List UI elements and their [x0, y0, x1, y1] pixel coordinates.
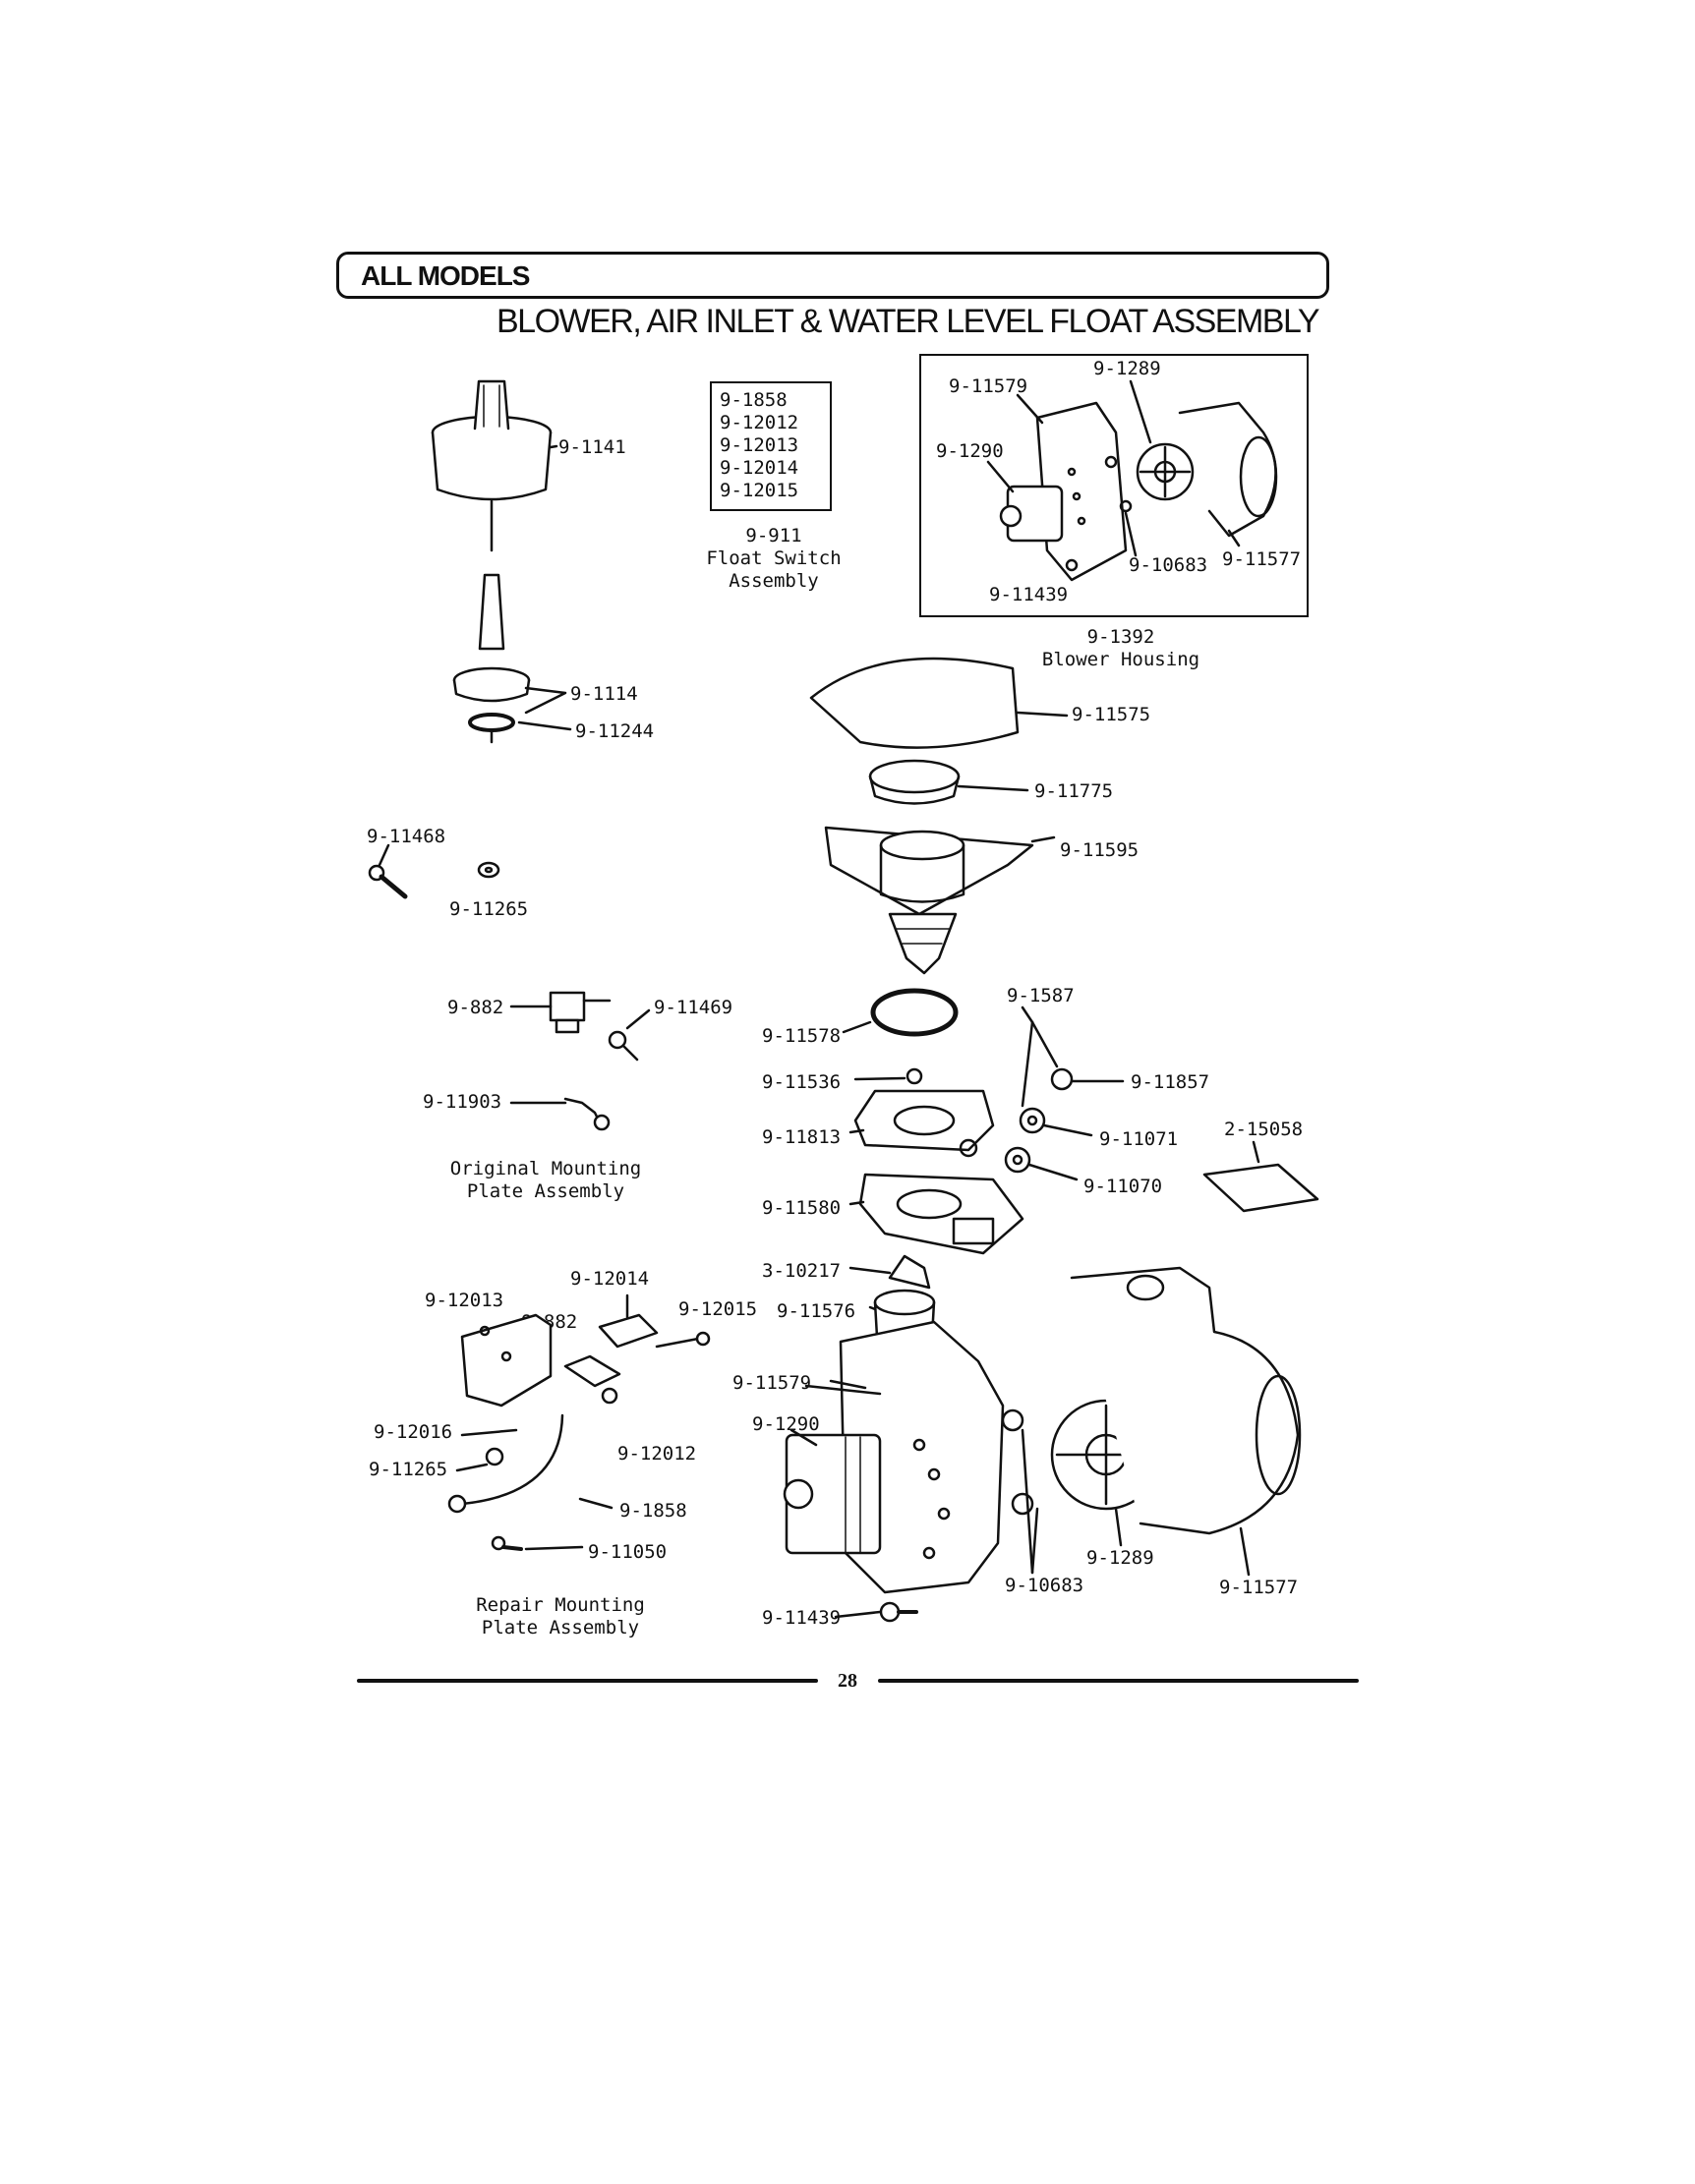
gasket-and-hardware-drawing [848, 1006, 1319, 1255]
float-switch-part-number: 9-911 [745, 525, 802, 546]
label-9-11903: 9-11903 [423, 1091, 502, 1113]
label-9-11070: 9-11070 [1083, 1176, 1163, 1197]
label-9-1290: 9-1290 [752, 1413, 820, 1435]
repair-plate-caption-line1: Repair Mounting [476, 1594, 645, 1616]
label-9-1289: 9-1289 [1086, 1547, 1154, 1569]
kit-part: 9-12015 [720, 480, 799, 501]
label-2-15058: 2-15058 [1224, 1119, 1304, 1140]
label-9-882: 9-882 [447, 997, 504, 1018]
label-9-11813: 9-11813 [762, 1126, 842, 1148]
original-plate-drawing [509, 991, 651, 1131]
original-plate-caption: Original Mounting Plate Assembly [423, 1158, 669, 1203]
inset-label-1290: 9-1290 [936, 440, 1004, 462]
label-9-11579: 9-11579 [732, 1372, 812, 1394]
inset-label-11439: 9-11439 [989, 584, 1069, 605]
inset-label-1289: 9-1289 [1093, 358, 1161, 379]
kit-part: 9-1858 [720, 389, 788, 411]
original-plate-caption-line2: Plate Assembly [466, 1179, 625, 1202]
inset-label-11579: 9-11579 [949, 375, 1028, 397]
label-9-12015: 9-12015 [678, 1298, 758, 1320]
label-9-12013: 9-12013 [425, 1290, 504, 1311]
label-9-11536: 9-11536 [762, 1071, 842, 1093]
blower-housing-caption-text: Blower Housing [1041, 648, 1200, 670]
page-title: BLOWER, AIR INLET & WATER LEVEL FLOAT AS… [497, 303, 1320, 340]
label-9-12014: 9-12014 [570, 1268, 650, 1290]
inset-label-10683: 9-10683 [1129, 554, 1208, 576]
section-banner: ALL MODELS [336, 252, 1329, 299]
label-9-11595: 9-11595 [1060, 839, 1140, 861]
original-plate-caption-line1: Original Mounting [449, 1158, 642, 1179]
label-9-11071: 9-11071 [1099, 1128, 1179, 1150]
repair-plate-caption: Repair Mounting Plate Assembly [447, 1594, 673, 1639]
label-9-11050: 9-11050 [588, 1541, 668, 1563]
blower-housing-inset [919, 354, 1309, 617]
inset-label-11577: 9-11577 [1222, 548, 1302, 570]
main-blower-drawing [783, 1254, 1302, 1623]
banner-text: ALL MODELS [361, 260, 530, 291]
label-9-11578: 9-11578 [762, 1025, 842, 1047]
repair-plate-drawing [447, 1293, 711, 1551]
label-9-12016: 9-12016 [374, 1421, 453, 1443]
label-9-11265: 9-11265 [449, 898, 529, 920]
float-part-drawing [431, 379, 572, 744]
kit-part: 9-12012 [720, 412, 799, 433]
label-3-10217: 3-10217 [762, 1260, 842, 1282]
label-9-11580: 9-11580 [762, 1197, 842, 1219]
screw-and-nut-drawing [368, 843, 500, 899]
label-9-1858: 9-1858 [619, 1500, 687, 1522]
kit-part: 9-12013 [720, 434, 799, 456]
main-inlet-drawing [809, 657, 1069, 1037]
blower-housing-part-number: 9-1392 [1086, 626, 1155, 648]
blower-housing-caption: 9-1392 Blower Housing [1023, 626, 1219, 671]
label-9-11244: 9-11244 [575, 720, 655, 742]
label-9-1114: 9-1114 [570, 683, 638, 705]
float-switch-caption-line1: Float Switch [706, 546, 842, 569]
label-9-11468: 9-11468 [367, 826, 446, 847]
label-9-11775: 9-11775 [1034, 780, 1114, 802]
label-9-1587: 9-1587 [1007, 985, 1075, 1006]
repair-plate-caption-line2: Plate Assembly [481, 1616, 640, 1638]
label-9-11265-repair: 9-11265 [369, 1459, 448, 1480]
label-9-11857: 9-11857 [1131, 1071, 1210, 1093]
label-9-1141: 9-1141 [558, 436, 626, 458]
page-number: 28 [838, 1670, 857, 1692]
label-9-11576: 9-11576 [777, 1300, 856, 1322]
kit-part: 9-12014 [720, 457, 799, 479]
label-9-10683: 9-10683 [1005, 1575, 1084, 1596]
inset-blower-drawing [986, 379, 1278, 582]
label-9-11439: 9-11439 [762, 1607, 842, 1629]
float-switch-parts-box: 9-1858 9-12012 9-12013 9-12014 9-12015 [710, 381, 832, 511]
label-9-12012: 9-12012 [617, 1443, 697, 1465]
label-9-11469: 9-11469 [654, 997, 733, 1018]
float-switch-caption-line2: Assembly [729, 569, 819, 592]
label-9-11577: 9-11577 [1219, 1577, 1299, 1598]
float-switch-caption: 9-911 Float Switch Assembly [690, 525, 857, 592]
label-9-11575: 9-11575 [1072, 704, 1151, 725]
